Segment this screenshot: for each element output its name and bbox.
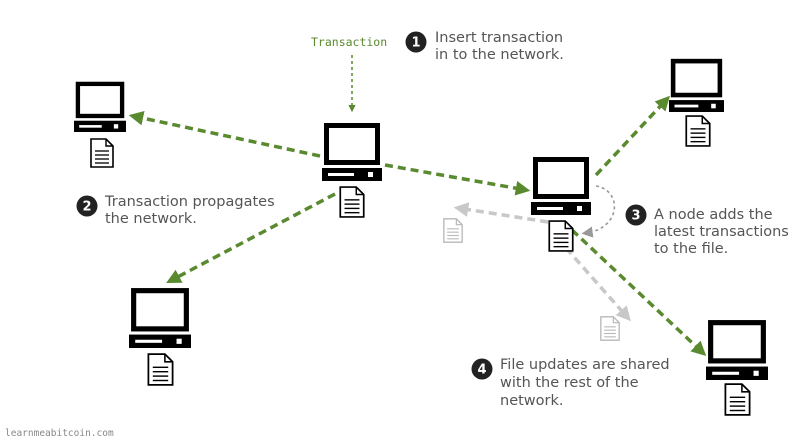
step-text-line: the network. [105, 211, 197, 227]
step-3: 3 A node adds the latest transactions to… [625, 204, 789, 257]
transaction-arrows [128, 55, 707, 357]
step-badge [471, 358, 493, 380]
step-badge [76, 195, 98, 217]
computer-icon [74, 81, 126, 132]
step-2: 2 Transaction propagates the network. [76, 194, 275, 227]
step-text-line: A node adds the [654, 207, 773, 223]
computer-icon [669, 58, 724, 112]
document-icon [339, 186, 365, 218]
arrow-right-node-to-top-right [594, 95, 671, 177]
step-4: 4 File updates are shared with the rest … [471, 357, 670, 409]
arrow-center-to-top-left [128, 110, 321, 158]
step-text-line: File updates are shared [500, 357, 670, 373]
document-icon [443, 218, 463, 243]
step-text-line: latest transactions [654, 224, 789, 240]
document-icon [147, 353, 174, 386]
update-arrow-down [564, 246, 631, 322]
update-arrows [453, 202, 631, 322]
computer-icon [531, 157, 591, 215]
step-text-line: with the rest of the [500, 375, 639, 391]
step-text-line: in to the network. [435, 47, 564, 63]
step-text-line: Transaction propagates [104, 194, 275, 210]
site-credit: learnmeabitcoin.com [5, 428, 114, 439]
step-text-line: network. [500, 393, 564, 409]
arrow-right-node-to-bottom-right [570, 228, 707, 357]
step-text-line: Insert transaction [435, 30, 563, 46]
step-number: 1 [411, 36, 420, 51]
add-to-file-curve-arrow [581, 185, 616, 238]
computer-icon [706, 320, 768, 380]
step-1: 1 Insert transaction in to the network. [405, 30, 564, 63]
document-icon [685, 115, 711, 147]
step-text-line: to the file. [654, 241, 728, 257]
step-number: 3 [631, 209, 640, 224]
step-number: 2 [82, 200, 91, 215]
document-icon [548, 220, 574, 252]
document-icon [724, 383, 751, 416]
update-arrow-left [453, 202, 549, 224]
document-icon [600, 316, 620, 341]
arrow-center-to-right-node [384, 163, 531, 196]
step-badge [625, 204, 647, 226]
arrow-center-to-bottom-left [166, 192, 336, 284]
transaction-input-label: Transaction [311, 35, 387, 49]
document-icon [90, 138, 114, 168]
step-number: 4 [477, 363, 486, 378]
computer-icon [129, 288, 191, 348]
step-badge [405, 31, 427, 53]
computer-icon [322, 123, 382, 181]
